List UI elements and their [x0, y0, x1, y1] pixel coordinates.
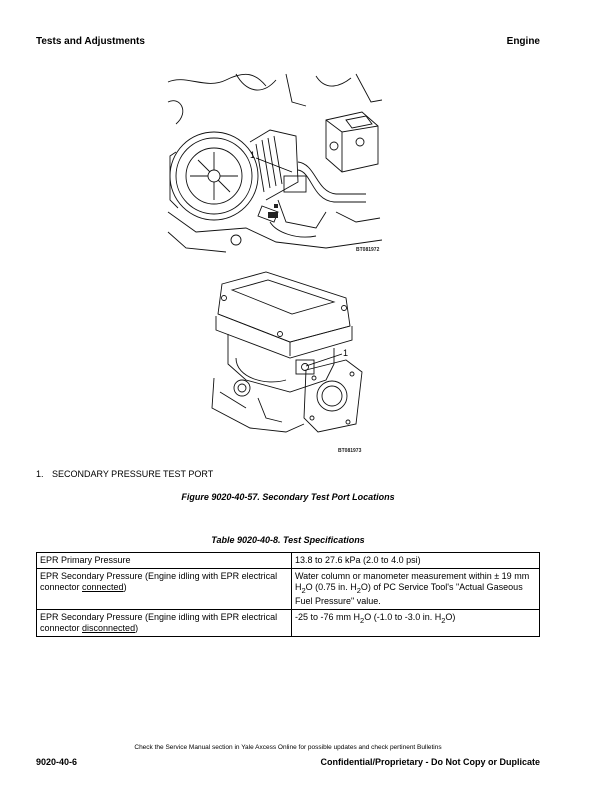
- figure-caption: Figure 9020-40-57. Secondary Test Port L…: [181, 492, 395, 502]
- engine-compartment-illustration: 1 BT081972: [166, 72, 384, 256]
- value-subscript: 2: [356, 585, 361, 595]
- label-underlined: disconnected: [82, 622, 136, 633]
- table-cell-value: -25 to -76 mm H2O (-1.0 to -3.0 in. H2O): [291, 608, 540, 637]
- figure1-id: BT081972: [356, 247, 380, 253]
- table-row: EPR Secondary Pressure (Engine idling wi…: [36, 608, 540, 637]
- label-underlined: connected: [82, 582, 124, 592]
- value-part: -25 to -76 mm H: [295, 611, 361, 622]
- header-section-title: Tests and Adjustments: [36, 36, 145, 47]
- legend-item-text: SECONDARY PRESSURE TEST PORT: [52, 469, 214, 479]
- header-chapter-title: Engine: [506, 36, 540, 47]
- value-part: O (0.75 in. H: [305, 582, 357, 592]
- value-part: O (-1.0 to -3.0 in. H: [364, 611, 442, 622]
- label-close: ): [135, 622, 139, 633]
- legend-item-number: 1.: [36, 469, 44, 479]
- figure-legend: 1. SECONDARY PRESSURE TEST PORT: [36, 469, 213, 479]
- figure2-id: BT081973: [338, 448, 362, 454]
- label-text: EPR Secondary Pressure (Engine idling wi…: [40, 571, 278, 592]
- value-part: O): [445, 611, 456, 622]
- confidentiality-notice: Confidential/Proprietary - Do Not Copy o…: [320, 757, 540, 767]
- test-specifications-table: EPR Primary Pressure 13.8 to 27.6 kPa (2…: [36, 552, 540, 637]
- table-cell-label: EPR Secondary Pressure (Engine idling wi…: [36, 608, 292, 637]
- label-text: EPR Secondary Pressure (Engine idling wi…: [40, 611, 278, 633]
- table-caption: Table 9020-40-8. Test Specifications: [211, 535, 365, 545]
- figure1-callout-1: 1: [250, 150, 256, 160]
- value-part: O) of PC Service Tool's "Actual Gaseous …: [295, 582, 523, 606]
- figure2-callout-1: 1: [343, 348, 349, 358]
- value-subscript: 2: [360, 615, 365, 625]
- table-cell-value: Water column or manometer measurement wi…: [291, 568, 540, 610]
- label-close: ): [123, 582, 127, 592]
- value-part: Water column or manometer measurement wi…: [295, 571, 530, 592]
- regulator-drawing: [206, 268, 372, 458]
- table-cell-value: 13.8 to 27.6 kPa (2.0 to 4.0 psi): [291, 552, 540, 569]
- table-row: EPR Secondary Pressure (Engine idling wi…: [36, 568, 540, 610]
- engine-drawing: [166, 72, 384, 256]
- value-subscript: 2: [441, 615, 446, 625]
- table-cell-label: EPR Secondary Pressure (Engine idling wi…: [36, 568, 292, 610]
- footer-note: Check the Service Manual section in Yale…: [134, 744, 442, 751]
- table-cell-label: EPR Primary Pressure: [36, 552, 292, 569]
- regulator-illustration: 1 BT081973: [206, 268, 372, 458]
- page-number: 9020-40-6: [36, 757, 78, 767]
- value-subscript: 2: [301, 585, 306, 595]
- table-row: EPR Primary Pressure 13.8 to 27.6 kPa (2…: [36, 552, 540, 569]
